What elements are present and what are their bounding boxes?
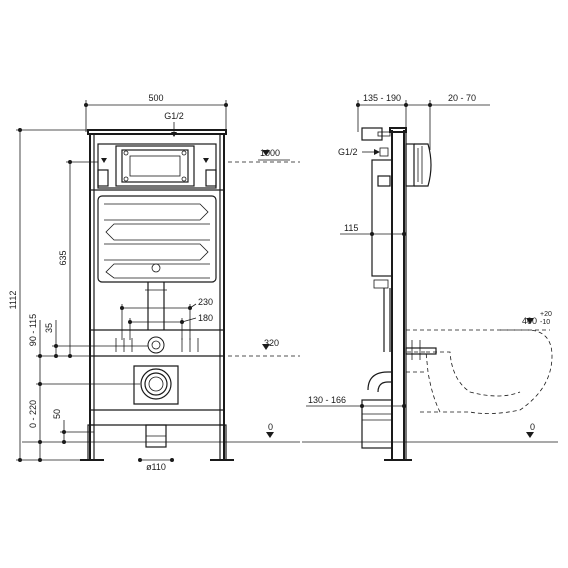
seat-tol-plus: +20 (540, 311, 552, 318)
side-inlet-label: G1/2 (338, 147, 358, 157)
drain-dimension: 130 - 166 (306, 395, 406, 408)
drain-outlet (133, 365, 179, 448)
drain-label: 130 - 166 (308, 395, 346, 405)
offset-35-dimension: 35 (36, 320, 148, 358)
spacing-dimensions: 230 180 (120, 297, 213, 340)
offset-115-label: 115 (344, 223, 358, 233)
depth-label: 135 - 190 (363, 93, 401, 103)
frame (80, 129, 234, 461)
adjust-dimension: 0 - 220 (28, 384, 42, 462)
toilet-bowl (405, 329, 553, 414)
spacing-230-label: 230 (198, 297, 213, 307)
top-level-label: 1000 (260, 148, 280, 158)
depth-dimensions: 135 - 190 20 - 70 (356, 93, 490, 150)
offset-50-label: 50 (52, 409, 62, 419)
flush-button (405, 143, 432, 187)
side-floor-label: 0 (530, 422, 535, 432)
side-floor: 0 (302, 422, 558, 461)
side-frame (361, 127, 407, 460)
offset-115-dimension: 115 (340, 223, 406, 236)
total-height-dimension: 1112 (8, 128, 88, 462)
seat-height-label: 400 (522, 316, 537, 326)
offset-35-label: 35 (44, 323, 54, 333)
flush-pipe (145, 282, 167, 330)
top-bracket (97, 143, 217, 189)
level-lines: 1000 320 0 (22, 148, 300, 443)
flush-height-label: 635 (58, 250, 68, 265)
cistern (97, 195, 217, 283)
spacing-180-label: 180 (198, 313, 213, 323)
range-label: 90 - 115 (28, 314, 38, 346)
bolt-rail (115, 336, 199, 354)
front-view: 500 G1/2 (8, 93, 300, 472)
flush-height-dimension: 635 (58, 160, 98, 358)
adjust-label: 0 - 220 (28, 400, 38, 428)
width-label: 500 (148, 93, 163, 103)
seat-height-dimension: 400 +20 -10 (500, 311, 552, 331)
side-view: 135 - 190 20 - 70 G1/2 (302, 93, 558, 461)
pipe-label: ø110 (146, 462, 166, 472)
front-inlet-label: G1/2 (164, 111, 184, 121)
drain-bend (361, 371, 393, 449)
total-height-label: 1112 (8, 291, 18, 310)
level-320-label: 320 (264, 338, 279, 348)
pipe-dimension: ø110 (138, 458, 174, 472)
side-inlet: G1/2 (338, 147, 389, 157)
front-floor-label: 0 (268, 422, 273, 432)
button-label: 20 - 70 (448, 93, 476, 103)
offset-50-dimension: 50 (52, 409, 94, 444)
seat-tol-minus: -10 (540, 319, 550, 326)
width-dimension: 500 (84, 93, 228, 132)
